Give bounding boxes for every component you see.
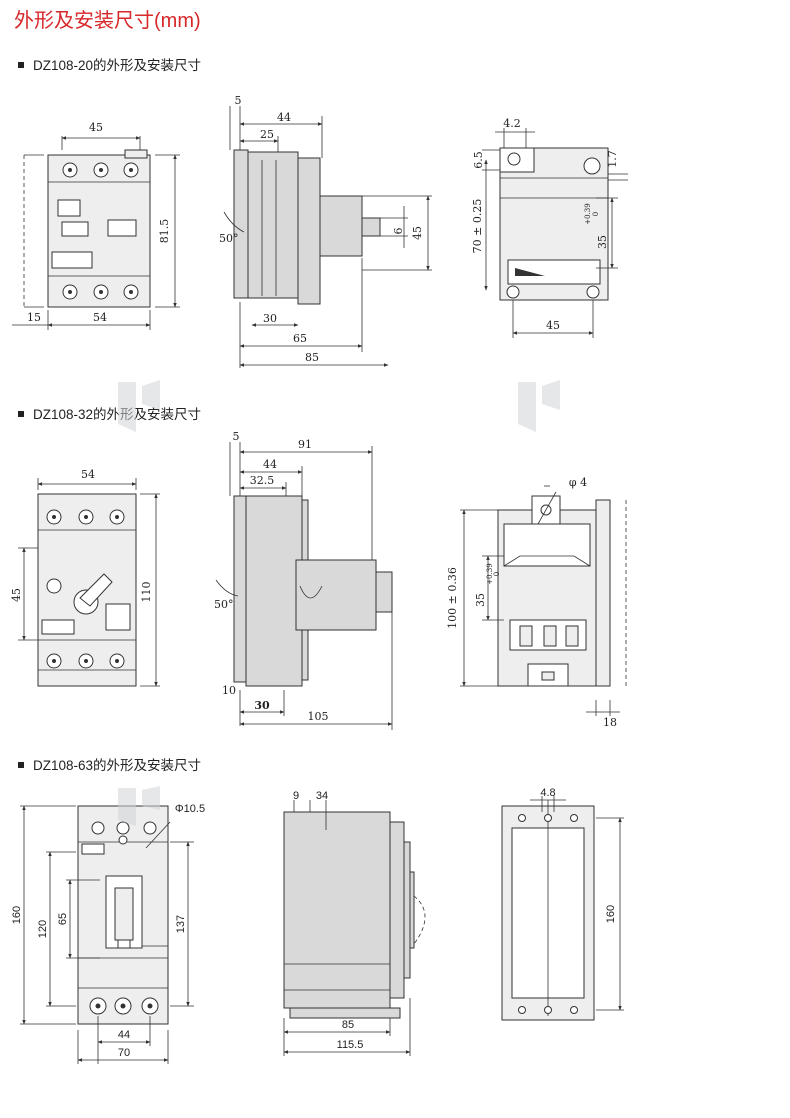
dim-6: 6 <box>392 228 405 235</box>
dim-115-5: 115.5 <box>337 1039 364 1051</box>
dim-70: 70 <box>118 1047 130 1059</box>
dim-85: 85 <box>305 351 319 364</box>
dim-81-5: 81.5 <box>158 219 171 244</box>
dim-65: 65 <box>293 332 307 345</box>
dim-45: 45 <box>10 588 23 602</box>
dim-angle-50: 50° <box>214 598 234 611</box>
dim-44: 44 <box>277 111 291 124</box>
dz108-63-front-view: Φ10.5 160 120 65 137 44 70 <box>11 803 205 1064</box>
dz108-63-back-view: 4.8 160 <box>501 787 624 1021</box>
dim-phi-10-5: Φ10.5 <box>175 803 205 815</box>
dim-1-7: 1.7 <box>606 150 619 168</box>
dz108-20-side-view: 5 44 25 50° 6 45 30 65 85 <box>219 94 432 368</box>
dim-35-tol-up: +0.39 <box>584 203 592 224</box>
section-title-dz108-32: DZ108-32的外形及安装尺寸 <box>18 403 201 423</box>
dz108-32-front-view: 54 45 110 <box>10 468 160 687</box>
dim-91: 91 <box>298 438 312 451</box>
section-title-dz108-63: DZ108-63的外形及安装尺寸 <box>18 754 201 774</box>
dim-18: 18 <box>603 716 617 729</box>
dim-35: 35 <box>474 593 487 607</box>
dim-34: 34 <box>316 790 328 802</box>
dim-65: 65 <box>57 913 69 925</box>
dim-160-back: 160 <box>605 905 617 923</box>
dim-phi-4: φ 4 <box>569 476 587 489</box>
dim-35-tol-down: 0 <box>592 212 600 216</box>
dim-4-2: 4.2 <box>503 117 521 130</box>
dz108-20-mounting-view: 5 4.2 6.5 1.7 70 ± 0.25 35 +0.39 0 45 <box>471 117 628 338</box>
dim-160: 160 <box>11 906 23 924</box>
page-title: 外形及安装尺寸(mm) <box>14 10 201 32</box>
dim-30: 30 <box>263 312 277 325</box>
dim-44: 44 <box>118 1029 130 1041</box>
dim-35: 35 <box>596 235 609 249</box>
dim-120: 120 <box>37 920 49 938</box>
dz108-32-mounting-view: φ 4 100 ± 0.36 35 +0.39 0 18 <box>446 476 627 729</box>
dim-35-tol-up: +0.39 <box>486 563 494 584</box>
dim-32-5: 32.5 <box>250 474 275 487</box>
section-title-dz108-20: DZ108-20的外形及安装尺寸 <box>18 54 201 74</box>
dim-45: 45 <box>89 121 103 134</box>
dim-30: 30 <box>254 699 270 712</box>
dim-100: 100 ± 0.36 <box>446 567 459 629</box>
dim-35-tol-down: 0 <box>493 572 501 576</box>
dim-45-side: 45 <box>411 226 424 240</box>
dim-54: 54 <box>93 311 107 324</box>
dim-5: 5 <box>235 94 242 107</box>
dim-4-8: 4.8 <box>540 787 555 799</box>
bullet-square-icon <box>18 762 24 769</box>
dim-6-5: 6.5 <box>472 151 485 169</box>
dim-70: 70 ± 0.25 <box>471 199 484 254</box>
dim-54: 54 <box>81 468 95 481</box>
dim-110: 110 <box>140 582 153 603</box>
dim-85: 85 <box>342 1019 354 1031</box>
dz108-32-side-view: 5 91 44 32.5 50° 10 30 105 <box>214 430 393 730</box>
dz108-63-side-view: 9 34 85 115.5 <box>283 790 426 1056</box>
dim-25: 25 <box>260 128 274 141</box>
dim-10: 10 <box>222 684 236 697</box>
watermark-logo <box>118 380 560 826</box>
bullet-square-icon <box>18 411 24 418</box>
dim-angle-50: 50° <box>219 232 239 245</box>
dim-5: 5 <box>233 430 240 443</box>
dim-44: 44 <box>263 458 277 471</box>
dim-15: 15 <box>27 311 41 324</box>
dim-105: 105 <box>308 710 329 723</box>
dz108-20-front-view: 45 81.5 15 54 <box>12 121 180 330</box>
dim-45-mount: 45 <box>546 319 560 332</box>
bullet-square-icon <box>18 62 24 69</box>
dim-137: 137 <box>175 915 187 933</box>
dim-9: 9 <box>293 790 299 802</box>
